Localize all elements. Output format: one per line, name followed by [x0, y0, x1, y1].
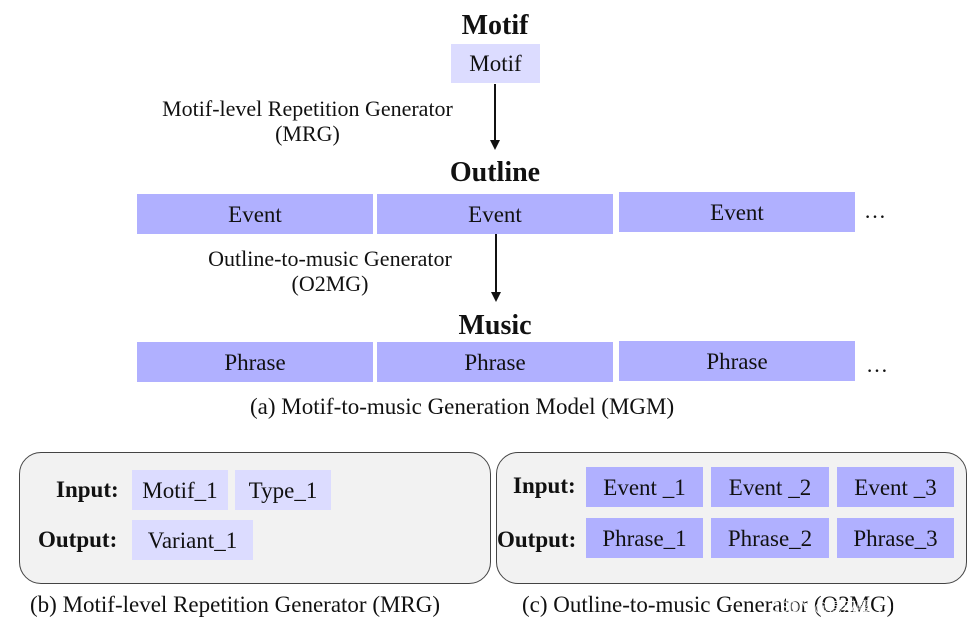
- phrase-box-1: Phrase: [137, 342, 373, 382]
- o2mg-label-line2: (O2MG): [291, 271, 369, 297]
- outline-heading: Outline: [449, 157, 541, 188]
- o2mg-output-phrase-2: Phrase_2: [711, 518, 829, 558]
- motif-heading: Motif: [461, 10, 529, 41]
- phrase-box-2: Phrase: [377, 342, 613, 382]
- mrg-arrow-line: [494, 84, 496, 140]
- o2mg-label-line1: Outline-to-music Generator: [208, 246, 452, 271]
- phrase-box-3: Phrase: [619, 341, 855, 381]
- mrg-label-line2: (MRG): [275, 121, 340, 147]
- events-ellipsis: …: [864, 198, 886, 223]
- mrg-input-type: Type_1: [235, 470, 331, 510]
- o2mg-output-phrase-1: Phrase_1: [586, 518, 703, 558]
- watermark: CSDN @燕双嘤 Verified: [770, 600, 928, 616]
- music-heading: Music: [458, 310, 532, 341]
- event-box-2: Event: [377, 194, 613, 234]
- mrg-label-line1: Motif-level Repetition Generator: [162, 96, 453, 121]
- o2mg-output-phrase-3: Phrase_3: [837, 518, 954, 558]
- o2mg-input-label: Input:: [513, 473, 576, 498]
- o2mg-arrow-head: [491, 292, 501, 302]
- mrg-arrow-head: [490, 140, 500, 150]
- mrg-input-label: Input:: [56, 477, 119, 502]
- o2mg-caption: (c) Outline-to-music Generator (O2MG): [522, 592, 895, 617]
- mrg-input-motif: Motif_1: [132, 470, 228, 510]
- phrases-ellipsis: …: [866, 352, 888, 377]
- event-box-3: Event: [619, 192, 855, 232]
- o2mg-output-label: Output:: [497, 527, 577, 552]
- o2mg-input-event-1: Event _1: [586, 467, 703, 507]
- mrg-output-variant: Variant_1: [132, 520, 253, 560]
- o2mg-input-event-2: Event _2: [711, 467, 829, 507]
- mrg-output-label: Output:: [38, 527, 118, 552]
- mrg-caption: (b) Motif-level Repetition Generator (MR…: [30, 592, 441, 617]
- event-box-1: Event: [137, 194, 373, 234]
- mgm-caption: (a) Motif-to-music Generation Model (MGM…: [250, 394, 675, 419]
- motif-box: Motif: [451, 44, 540, 83]
- o2mg-label: Outline-to-music Generator (O2MG): [175, 246, 485, 297]
- o2mg-arrow-line: [495, 234, 497, 292]
- mrg-label: Motif-level Repetition Generator (MRG): [120, 96, 495, 147]
- o2mg-input-event-3: Event _3: [837, 467, 954, 507]
